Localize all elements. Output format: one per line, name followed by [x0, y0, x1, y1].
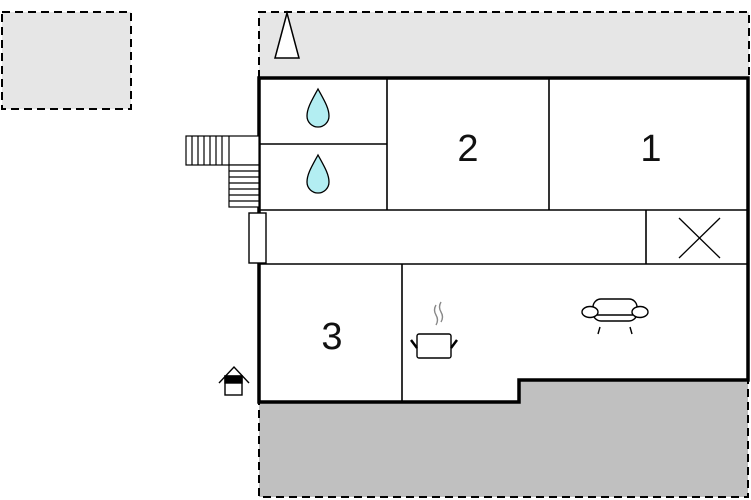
room-label-2: 2	[457, 128, 478, 170]
terrace-area	[258, 11, 750, 78]
north-arrow-icon	[274, 10, 300, 59]
room-label-1: 1	[640, 128, 661, 170]
interior-walls	[259, 78, 748, 402]
exterior-walls	[257, 76, 750, 404]
stairs-icon	[185, 135, 260, 208]
water-drop-icon	[306, 153, 330, 194]
void-cross-icon	[678, 217, 721, 259]
water-drop-icon	[306, 87, 330, 128]
room-label-3: 3	[321, 316, 342, 358]
entrance-icon	[218, 365, 250, 396]
door-icon	[248, 212, 267, 264]
cooking-pot-icon	[410, 301, 458, 359]
outbuilding-area	[1, 11, 132, 110]
sofa-icon	[581, 298, 649, 335]
